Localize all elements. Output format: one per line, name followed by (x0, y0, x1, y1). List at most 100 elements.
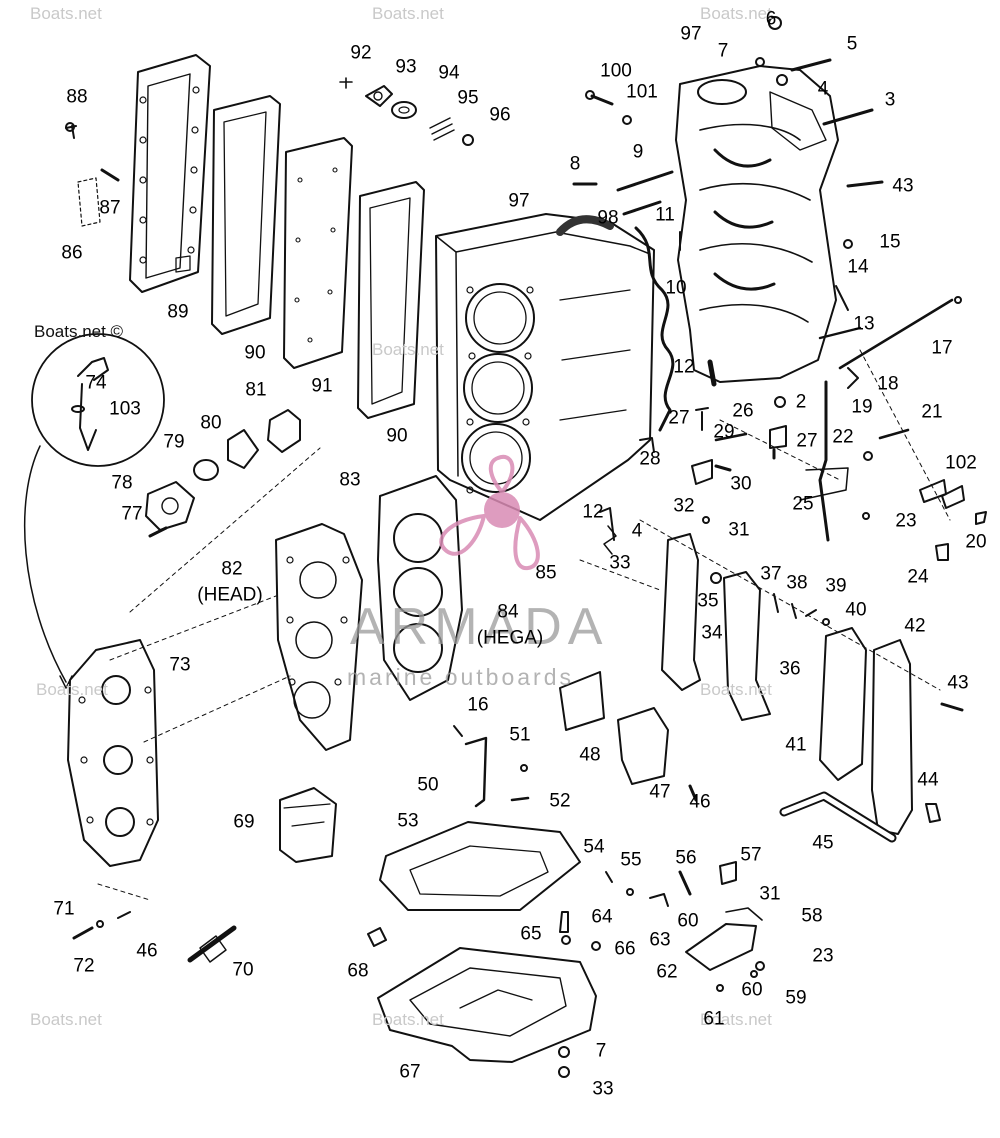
part-number-label: 3 (884, 89, 896, 111)
watermark: Boats.net (36, 680, 108, 699)
hardware-13-19 (707, 180, 962, 542)
part-number-label: 16 (467, 694, 489, 716)
part-number-label: 63 (649, 929, 671, 951)
part-number-label: 67 (399, 1061, 421, 1083)
part-number-label: 12 (582, 501, 604, 523)
parts-92-96 (339, 77, 474, 146)
plate-42 (871, 639, 913, 835)
part-number-label: 12 (673, 356, 695, 378)
part-number-label: 55 (620, 849, 642, 871)
part-number-label: 7 (717, 40, 729, 62)
watermark: Boats.net (30, 1010, 102, 1029)
part-number-label: 41 (785, 734, 807, 756)
part-number-label: 68 (347, 960, 369, 982)
part-number-label: 18 (877, 373, 899, 395)
part-number-label: (HEGA) (476, 627, 544, 649)
part-number-label: 46 (136, 940, 158, 962)
armada-logo-icon (439, 454, 540, 571)
part-number-label: 93 (395, 56, 417, 78)
inset-circle (23, 333, 165, 689)
part-number-label: 96 (489, 104, 511, 126)
part-number-label: 69 (233, 811, 255, 833)
part-number-label: 13 (853, 313, 875, 335)
hardware-3-9 (572, 16, 874, 251)
part-number-label: 5 (846, 33, 858, 55)
bracket-48 (559, 671, 605, 731)
part-number-label: 103 (109, 398, 141, 420)
part-number-label: 78 (111, 472, 133, 494)
part-number-label: 77 (121, 503, 143, 525)
watermark-label: Boats.net © (34, 322, 124, 341)
part-number-label: 45 (812, 832, 834, 854)
part-number-label: 4 (631, 520, 643, 542)
part-number-label: 43 (947, 672, 969, 694)
exhaust-plate-91 (283, 137, 353, 369)
part-number-label: 9 (632, 141, 644, 163)
part-number-label: 61 (703, 1008, 725, 1030)
part-number-label: 95 (457, 87, 479, 109)
crankcase-half-97-upper (675, 65, 839, 383)
cylinder-block-97 (435, 213, 655, 521)
part-number-label: 73 (169, 654, 191, 676)
part-number-label: 11 (655, 204, 675, 226)
screws-71-72-46 (72, 911, 131, 940)
part-number-label: 23 (812, 945, 834, 967)
part-number-label: 14 (847, 256, 869, 278)
part-number-label: (HEAD) (197, 584, 263, 606)
part-number-label: 90 (386, 425, 408, 447)
part-number-label: 37 (760, 563, 782, 585)
part-number-label: 31 (759, 883, 781, 905)
watermark: Boats.net (700, 1010, 772, 1029)
part-number-label: 82 (221, 558, 243, 580)
part-number-label: 26 (732, 400, 754, 422)
watermark: Boats.net (372, 340, 444, 359)
part-number-label: 62 (656, 961, 678, 983)
part-number-label: 87 (99, 197, 121, 219)
part-number-label: 56 (675, 847, 697, 869)
leader-lines (97, 349, 951, 901)
part-number-label: 91 (311, 375, 333, 397)
part-number-label: 60 (741, 979, 763, 1001)
part-number-label: 97 (508, 190, 530, 212)
part-number-label: 28 (639, 448, 661, 470)
part-number-label: 83 (339, 469, 361, 491)
thermostat-housing-78-81 (145, 409, 301, 538)
part-number-label: 15 (879, 231, 901, 253)
part-number-label: 48 (579, 744, 601, 766)
gasket-53 (379, 821, 581, 911)
part-number-label: 27 (668, 407, 690, 429)
decal-86 (77, 177, 101, 227)
watermark: Boats.net (372, 4, 444, 23)
part-number-label: 25 (792, 493, 814, 515)
part-number-label: 74 (85, 372, 107, 394)
part-number-label: 98 (597, 207, 619, 229)
part-number-label: 20 (965, 531, 987, 553)
watermark: Boats.net (372, 1010, 444, 1029)
part-number-label: 40 (845, 599, 867, 621)
plate-41 (819, 627, 867, 781)
part-number-label: 8 (569, 153, 581, 175)
watermark: Boats.net (700, 4, 772, 23)
part-number-label: 29 (713, 421, 735, 443)
part-number-label: 66 (614, 938, 636, 960)
hardware-35-44 (710, 572, 964, 823)
part-number-label: 92 (350, 42, 372, 64)
part-number-label: 72 (73, 955, 95, 977)
plug-68 (367, 927, 387, 947)
exhaust-cover-89 (129, 54, 211, 293)
part-number-label: 102 (945, 452, 977, 474)
part-number-label: 19 (851, 396, 873, 418)
gasket-kit-69 (279, 787, 337, 863)
part-number-label: 42 (904, 615, 926, 637)
part-number-label: 100 (600, 60, 632, 82)
part-number-label: 71 (53, 898, 75, 920)
tube-45 (779, 791, 897, 843)
part-number-label: 52 (549, 790, 571, 812)
part-number-label: 31 (728, 519, 750, 541)
part-number-label: 60 (677, 910, 699, 932)
part-number-label: 70 (232, 959, 254, 981)
hardware-20-33 (599, 396, 987, 561)
part-number-label: 33 (609, 552, 631, 574)
part-number-label: 85 (535, 562, 557, 584)
plate-34 (661, 533, 701, 691)
